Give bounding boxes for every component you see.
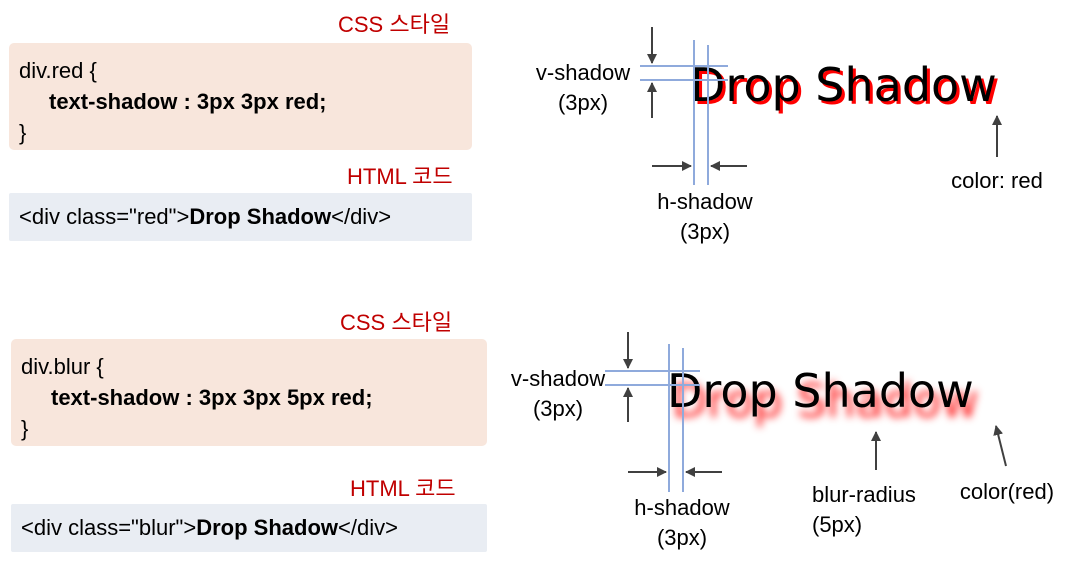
arrows-blur (623, 332, 1007, 477)
h-shadow-label-blur: h-shadow (3px) (617, 493, 747, 553)
demo-text-blur: Drop Shadow (667, 364, 974, 418)
html-close-tag-blur: </div> (338, 515, 398, 540)
h-shadow-value-blur: (3px) (656, 525, 708, 550)
css-caption-red: CSS 스타일 (338, 12, 451, 37)
css-caption-blur: CSS 스타일 (340, 310, 453, 335)
html-code-box-red: <div class="red">Drop Shadow</div> (9, 193, 472, 241)
guide-lines-blur (605, 344, 700, 492)
v-shadow-value-blur: (3px) (532, 396, 584, 421)
blur-radius-label: blur-radius (5px) (812, 480, 938, 540)
h-shadow-value-red: (3px) (679, 219, 731, 244)
blur-radius-value: (5px) (812, 512, 863, 537)
v-shadow-label-red: v-shadow (3px) (523, 58, 643, 118)
css-code-box-red: div.red { text-shadow : 3px 3px red; } (9, 43, 472, 150)
css-close-blur: } (21, 416, 29, 441)
blur-radius-name: blur-radius (812, 482, 916, 507)
demo-text-red: Drop Shadow (690, 58, 997, 112)
html-text-blur: Drop Shadow (196, 515, 338, 540)
color-arrow-blur (993, 425, 1007, 467)
html-caption-blur: HTML 코드 (350, 476, 456, 501)
html-open-tag-red: <div class="red"> (19, 204, 190, 229)
v-shadow-label-blur: v-shadow (3px) (498, 364, 618, 424)
h-shadow-name-red: h-shadow (657, 189, 753, 214)
v-shadow-value-red: (3px) (557, 90, 609, 115)
html-text-red: Drop Shadow (189, 204, 332, 229)
css-close-red: } (19, 120, 27, 145)
html-caption-red: HTML 코드 (347, 164, 453, 189)
html-code-box-blur: <div class="blur">Drop Shadow</div> (11, 504, 487, 552)
html-open-tag-blur: <div class="blur"> (21, 515, 197, 540)
guide-lines-red (640, 40, 728, 185)
arrows-red (647, 27, 1002, 171)
v-shadow-name-red: v-shadow (535, 60, 631, 85)
v-shadow-name-blur: v-shadow (510, 366, 606, 391)
html-close-tag-red: </div> (331, 204, 392, 229)
css-selector-red: div.red { (19, 58, 97, 83)
h-shadow-name-blur: h-shadow (634, 495, 730, 520)
h-shadow-label-red: h-shadow (3px) (640, 187, 770, 247)
color-label-blur: color(red) (959, 479, 1055, 504)
css-code-box-blur: div.blur { text-shadow : 3px 3px 5px red… (11, 339, 487, 446)
color-label-red: color: red (951, 168, 1043, 193)
css-selector-blur: div.blur { (21, 354, 104, 379)
css-rule-blur: text-shadow : 3px 3px 5px red; (51, 385, 373, 410)
css-rule-red: text-shadow : 3px 3px red; (49, 89, 327, 114)
